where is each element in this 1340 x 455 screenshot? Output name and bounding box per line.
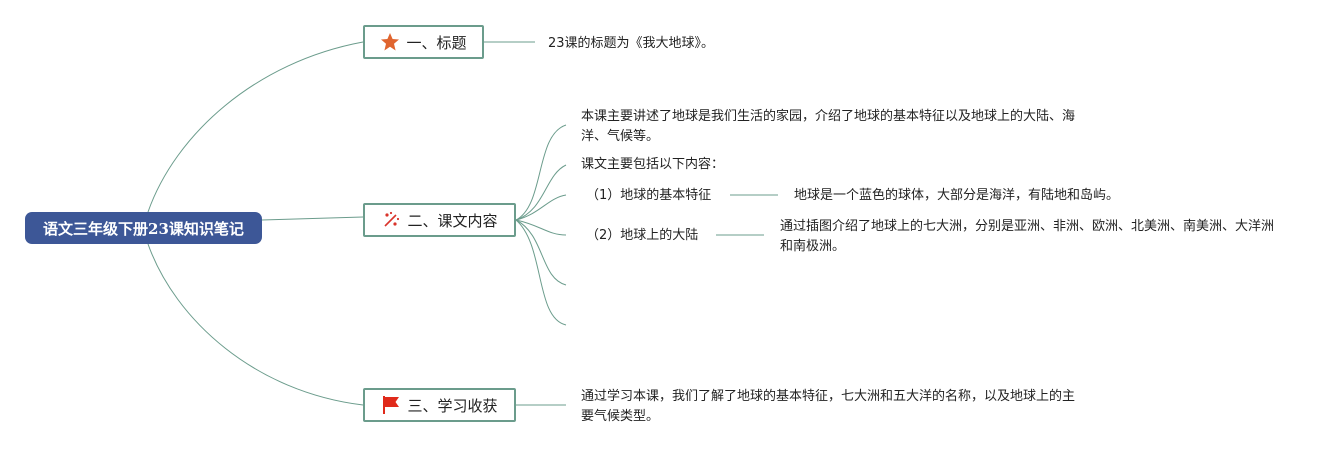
leaf-content-item-2: （2）地球上的大陆 <box>586 228 699 243</box>
connector-branch-2-leaf-3 <box>515 194 567 221</box>
leaf-content-item-1-detail: 地球是一个蓝色的球体，大部分是海洋，有陆地和岛屿。 <box>794 188 1120 203</box>
leaf-content-summary: 本课主要讲述了地球是我们生活的家园，介绍了地球的基本特征以及地球上的大陆、海洋、… <box>581 109 1076 144</box>
leaf-title-content: 23课的标题为《我大地球》。 <box>548 36 715 51</box>
sparkle-icon <box>381 210 401 230</box>
branch-title[interactable]: 一、标题 <box>363 25 484 59</box>
root-title: 语文三年级下册23课知识笔记 <box>43 219 244 238</box>
branch-label: 二、课文内容 <box>407 211 498 230</box>
branch-label: 三、学习收获 <box>407 396 498 415</box>
connector-branch-2-leaf-4 <box>515 219 567 236</box>
flag-icon <box>381 395 401 415</box>
connector-branch-2-leaf-5 <box>515 219 567 286</box>
branch-gains[interactable]: 三、学习收获 <box>363 388 516 422</box>
connector-root-branch-3 <box>147 243 364 406</box>
connector-branch-2-leaf-6 <box>515 219 567 326</box>
star-icon <box>380 32 400 52</box>
connector-branch-2-leaf-1 <box>515 124 567 221</box>
connector-root-branch-2 <box>261 216 364 221</box>
connector-root-branch-1 <box>147 41 364 213</box>
branch-content[interactable]: 二、课文内容 <box>363 203 516 237</box>
leaf-content-item-1: （1）地球的基本特征 <box>586 188 712 203</box>
connector-branch-2-leaf-2 <box>515 164 567 221</box>
leaf-content-item-2-detail: 通过插图介绍了地球上的七大洲，分别是亚洲、非洲、欧洲、北美洲、南美洲、大洋洲和南… <box>780 219 1275 254</box>
branch-label: 一、标题 <box>406 33 467 52</box>
leaf-gains-content: 通过学习本课，我们了解了地球的基本特征，七大洲和五大洋的名称，以及地球上的主要气… <box>581 389 1076 424</box>
root-topic[interactable]: 语文三年级下册23课知识笔记 <box>25 212 262 244</box>
leaf-content-intro: 课文主要包括以下内容： <box>581 157 725 172</box>
